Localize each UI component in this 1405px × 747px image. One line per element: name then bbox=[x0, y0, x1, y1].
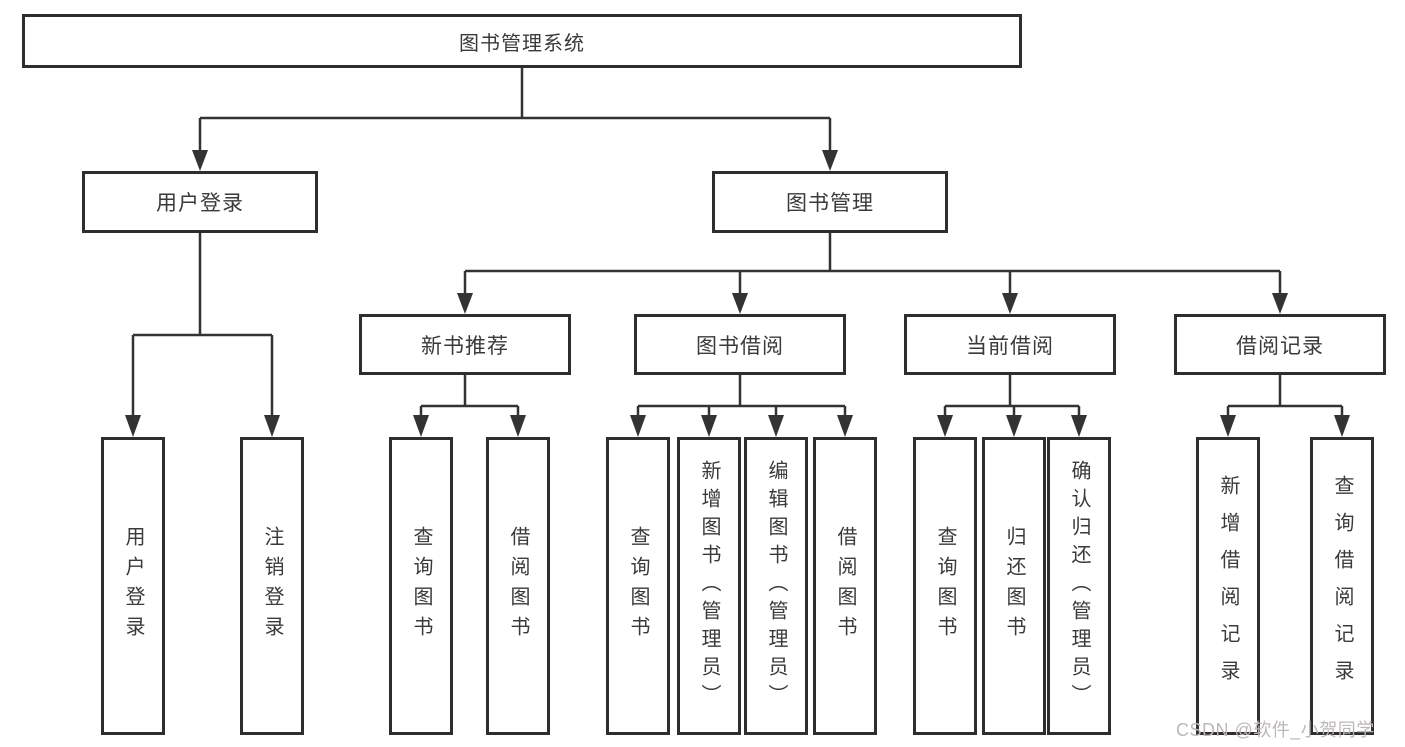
leaf-query-books-recommend: 查询图书 bbox=[389, 437, 453, 735]
leaf-user-login: 用户登录 bbox=[101, 437, 165, 735]
leaf-return-books: 归还图书 bbox=[982, 437, 1046, 735]
leaf-borrow-books-recommend: 借阅图书 bbox=[486, 437, 550, 735]
leaf-add-borrow-record: 新增借阅记录 bbox=[1196, 437, 1260, 735]
node-new-book-recommend: 新书推荐 bbox=[359, 314, 571, 375]
leaf-borrow-books: 借阅图书 bbox=[813, 437, 877, 735]
leaf-query-books-borrow: 查询图书 bbox=[606, 437, 670, 735]
leaf-logout: 注销登录 bbox=[240, 437, 304, 735]
node-current-borrow: 当前借阅 bbox=[904, 314, 1116, 375]
node-borrow-records: 借阅记录 bbox=[1174, 314, 1386, 375]
leaf-confirm-return-admin: 确认归还（管理员） bbox=[1047, 437, 1111, 735]
leaf-add-books-admin: 新增图书（管理员） bbox=[677, 437, 741, 735]
node-user-login: 用户登录 bbox=[82, 171, 318, 233]
node-book-borrow: 图书借阅 bbox=[634, 314, 846, 375]
csdn-watermark: CSDN @软件_小贺同学 bbox=[1176, 720, 1375, 740]
leaf-query-books-current: 查询图书 bbox=[913, 437, 977, 735]
leaf-edit-books-admin: 编辑图书（管理员） bbox=[744, 437, 808, 735]
leaf-query-borrow-record: 查询借阅记录 bbox=[1310, 437, 1374, 735]
node-book-management: 图书管理 bbox=[712, 171, 948, 233]
node-system-root: 图书管理系统 bbox=[22, 14, 1022, 68]
